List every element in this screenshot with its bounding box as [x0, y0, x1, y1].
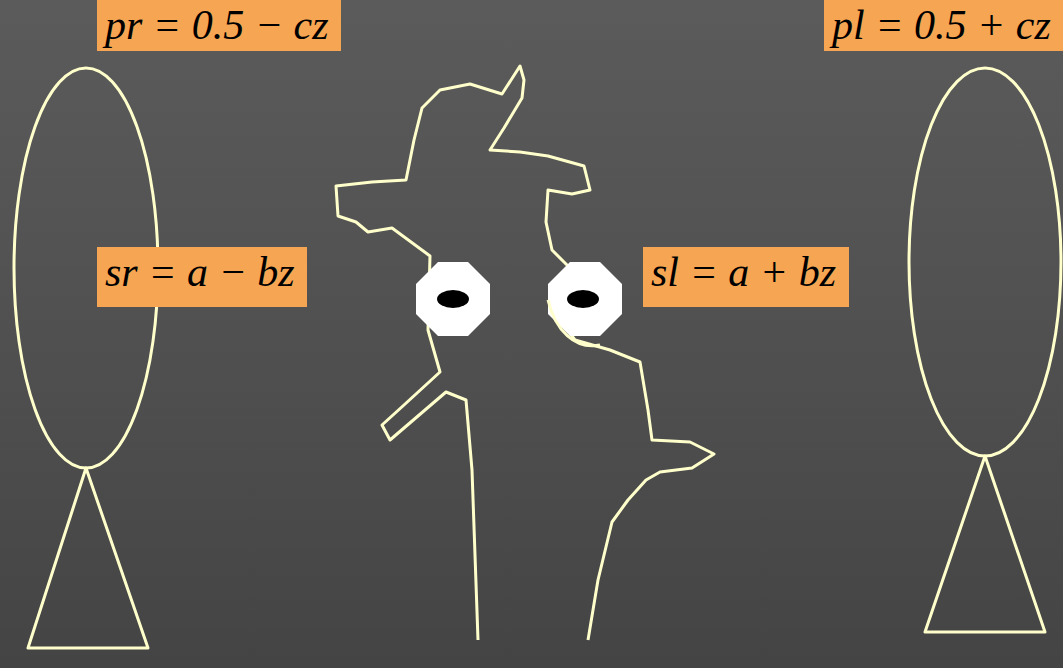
tree-trunk [925, 456, 1045, 632]
formula-box: sl = a + bz [643, 247, 849, 307]
formula-text: sr = a − bz [105, 249, 295, 295]
tree-crown [909, 68, 1061, 456]
tree-trunk [28, 468, 148, 648]
formula-text: pl = 0.5 + cz [832, 2, 1051, 48]
formula-box: sr = a − bz [97, 247, 307, 307]
eye [416, 262, 490, 336]
formula-box: pr = 0.5 − cz [97, 0, 341, 51]
creature-outline [336, 66, 714, 640]
formula-text: pr = 0.5 − cz [105, 2, 329, 48]
eye [548, 262, 622, 346]
formula-box: pl = 0.5 + cz [824, 0, 1063, 51]
formula-text: sl = a + bz [651, 249, 836, 295]
